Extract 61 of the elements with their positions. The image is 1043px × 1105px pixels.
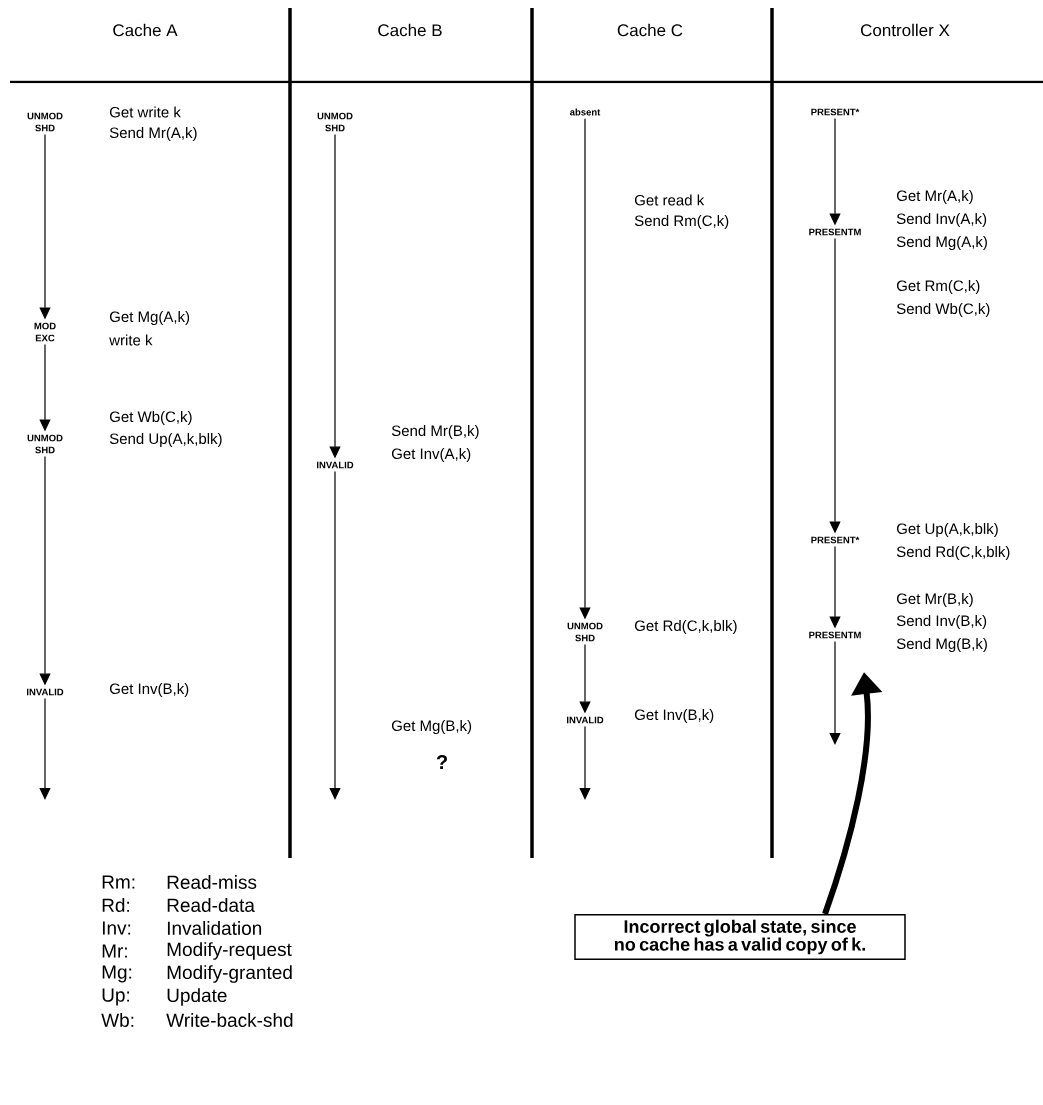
column-header: Cache A: [113, 23, 178, 37]
state-label: INVALID: [27, 688, 64, 696]
abbreviation: Mg:: [102, 965, 132, 983]
message-text: Get Inv(A,k): [391, 448, 471, 462]
abbreviation: Mr:: [102, 944, 127, 958]
message-text: Get write k: [109, 106, 181, 118]
state-label: UNMOD SHD: [27, 434, 63, 454]
state-label: PRESENT*: [811, 108, 860, 116]
abbreviation-meaning: Read-data: [167, 898, 255, 912]
message-text: Send Mr(B,k): [391, 425, 479, 439]
state-label: PRESENT*: [811, 536, 860, 544]
abbreviation: Inv:: [102, 921, 131, 935]
message-text: Send Up(A,k,blk): [109, 433, 222, 447]
abbreviation: Wb:: [101, 1013, 134, 1027]
message-text: Get Wb(C,k): [109, 411, 192, 425]
message-text: Send Inv(A,k): [896, 213, 987, 227]
message-text: Send Mg(A,k): [896, 236, 987, 250]
abbreviation-meaning: Read-miss: [167, 875, 257, 889]
abbreviation-meaning: Update: [167, 988, 227, 1006]
message-text: Get Mr(A,k): [896, 190, 973, 204]
state-label: UNMOD SHD: [567, 622, 603, 642]
message-text: Get Mg(A,k): [109, 311, 190, 325]
state-label: UNMOD SHD: [317, 112, 353, 132]
column-header: Controller X: [861, 23, 950, 37]
arrow: [829, 640, 841, 745]
column-header: Cache B: [378, 23, 442, 37]
message-text: Send Rm(C,k): [634, 215, 729, 229]
message-text: Send Mr(A,k): [109, 127, 197, 141]
state-label: MOD EXC: [34, 322, 56, 342]
arrow: [39, 697, 51, 800]
state-label: absent: [569, 108, 601, 116]
message-text: Get Up(A,k,blk): [896, 523, 998, 537]
abbreviation-meaning: Write-back-shd: [166, 1013, 293, 1027]
state-label: PRESENTM: [809, 631, 861, 639]
message-text: Send Rd(C,k,blk): [896, 546, 1010, 560]
state-label: PRESENTM: [809, 228, 861, 236]
arrow: [579, 725, 591, 800]
message-text: Get read k: [634, 194, 705, 206]
message-text: Send Inv(B,k): [896, 615, 987, 629]
message-text: Send Mg(B,k): [896, 638, 987, 652]
abbreviation: Rd:: [102, 898, 130, 912]
abbreviation: Up:: [102, 988, 130, 1006]
question-mark: ?: [436, 755, 447, 769]
abbreviation-meaning: Modify-request: [167, 942, 292, 960]
abbreviation: Rm:: [102, 875, 135, 889]
abbreviation-meaning: Modify-granted: [167, 965, 292, 983]
state-label: UNMOD SHD: [27, 112, 63, 132]
arrow: [329, 470, 341, 800]
message-text: Get Mg(B,k): [391, 720, 472, 734]
column-header: Cache C: [617, 23, 683, 37]
message-text: Send Wb(C,k): [896, 303, 990, 317]
message-text: write k: [109, 334, 153, 346]
message-text: Get Rm(C,k): [896, 280, 980, 294]
message-text: Get Rd(C,k,blk): [634, 620, 737, 634]
callout-box: Incorrect global state, since no cache has a valid copy of k.: [574, 913, 906, 961]
state-label: INVALID: [317, 461, 354, 469]
message-text: Get Inv(B,k): [109, 683, 189, 697]
message-text: Get Mr(B,k): [896, 593, 973, 607]
abbreviation-meaning: Invalidation: [167, 921, 262, 935]
message-text: Get Inv(B,k): [634, 709, 714, 723]
state-label: INVALID: [567, 716, 604, 724]
